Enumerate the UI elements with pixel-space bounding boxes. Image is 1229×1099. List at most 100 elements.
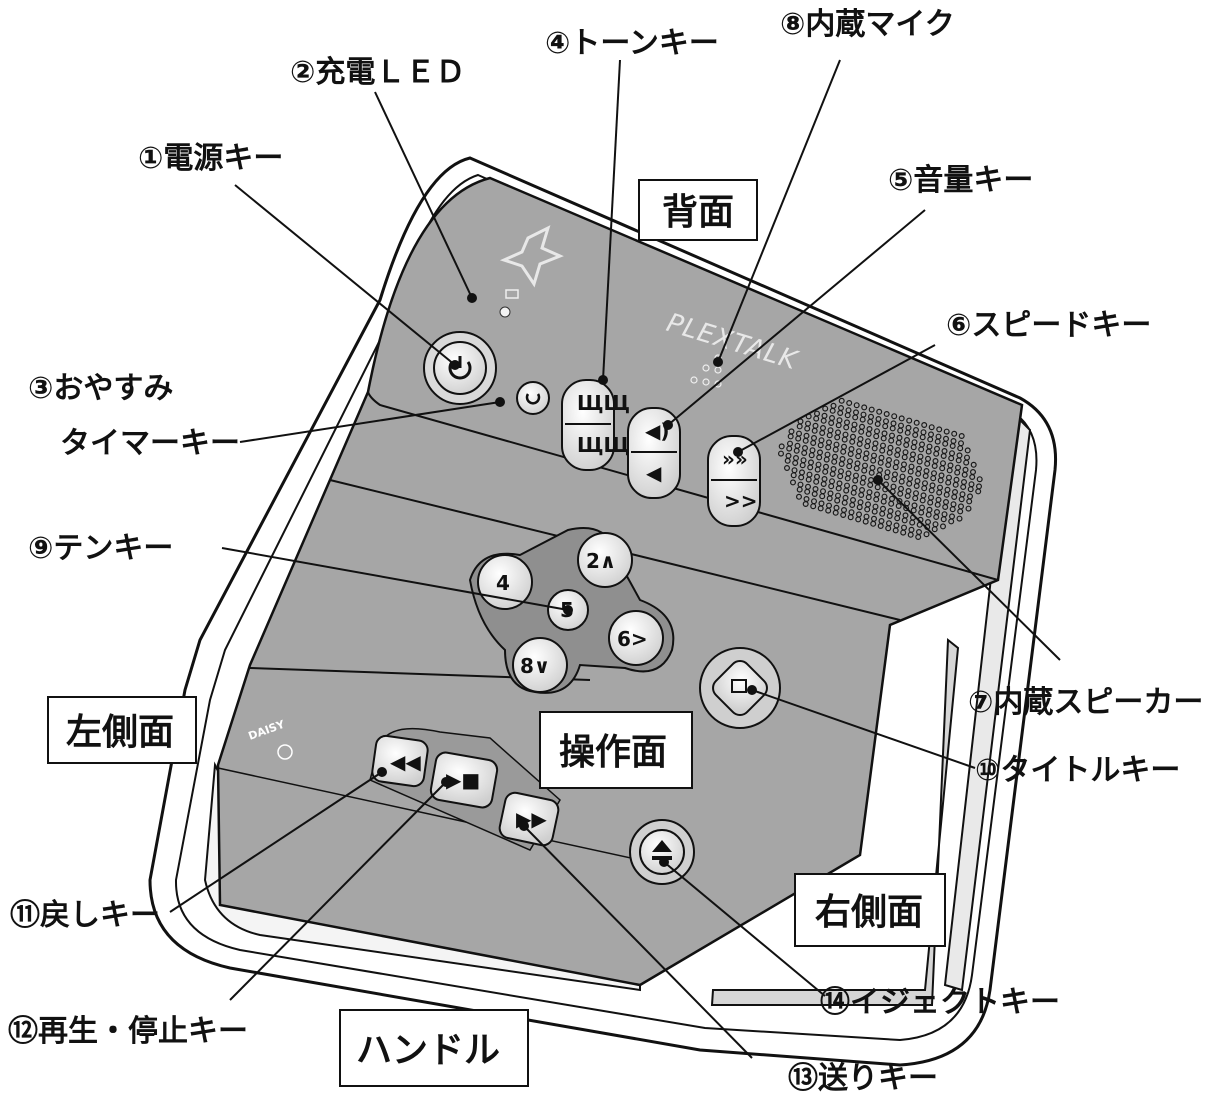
speaker-hole <box>844 475 851 482</box>
speaker-hole <box>813 415 820 422</box>
speaker-hole <box>900 529 907 536</box>
key-6[interactable]: 6> <box>608 610 664 666</box>
speaker-hole <box>969 474 976 481</box>
speaker-hole <box>799 462 806 469</box>
speaker-hole <box>892 464 899 471</box>
speed-key[interactable]: »» >> <box>707 435 761 527</box>
tone-down-icon: ЩЩ <box>577 433 630 457</box>
speaker-hole <box>909 456 916 463</box>
speaker-hole <box>925 448 932 455</box>
speaker-hole <box>970 461 977 468</box>
speaker-hole <box>861 404 868 411</box>
volume-key[interactable]: ◀) ◀ <box>627 407 681 499</box>
speaker-hole <box>819 430 826 437</box>
speaker-hole <box>934 438 941 445</box>
speaker-hole <box>886 512 893 519</box>
key-4[interactable]: 4 <box>477 554 533 610</box>
speaker-hole <box>859 416 866 423</box>
rewind-key[interactable]: ◀◀ <box>371 734 429 788</box>
speaker-hole <box>865 431 872 438</box>
speaker-hole <box>841 436 848 443</box>
speaker-hole <box>786 445 793 452</box>
speaker-hole <box>804 425 811 432</box>
speaker-hole <box>853 402 860 409</box>
label-speed: ⑥スピードキー <box>946 308 1151 343</box>
label-eject: ⑭イジェクトキー <box>820 985 1060 1020</box>
forward-key[interactable]: ▶▶ <box>498 791 560 847</box>
speaker-hole <box>792 460 799 467</box>
speaker-hole <box>873 496 880 503</box>
speaker-hole <box>931 463 938 470</box>
speaker-hole <box>850 489 857 496</box>
speaker-hole <box>822 405 829 412</box>
speaker-hole <box>828 420 835 427</box>
speaker-hole <box>861 467 868 474</box>
speaker-hole <box>913 483 920 490</box>
speaker-hole <box>877 522 884 529</box>
speaker-hole <box>877 459 884 466</box>
speaker-hole <box>952 481 959 488</box>
speaker-hole <box>957 508 964 515</box>
speaker-hole <box>925 511 932 518</box>
speaker-hole <box>880 435 887 442</box>
speaker-hole <box>808 452 815 459</box>
speaker-hole <box>795 435 802 442</box>
speaker-hole <box>898 415 905 422</box>
speaker-hole <box>907 468 914 475</box>
speaker-hole <box>912 432 919 439</box>
speaker-hole <box>943 491 950 498</box>
speaker-hole <box>927 436 934 443</box>
title-key[interactable] <box>699 647 781 729</box>
speaker-hole <box>834 497 841 504</box>
speaker-hole <box>924 460 931 467</box>
key-8[interactable]: 8∨ <box>512 637 568 693</box>
label-forward: ⑬送りキー <box>788 1061 938 1096</box>
speaker-hole <box>805 476 812 483</box>
speaker-hole <box>880 498 887 505</box>
speaker-hole <box>793 447 800 454</box>
speed-down-icon: >> <box>724 489 758 513</box>
speaker-hole <box>807 464 814 471</box>
speaker-hole <box>847 451 854 458</box>
speaker-hole <box>942 504 949 511</box>
speaker-hole <box>879 447 886 454</box>
speaker-hole <box>795 493 802 500</box>
tone-key[interactable]: ЩЩ ЩЩ <box>561 379 630 471</box>
speaker-hole <box>835 422 842 429</box>
speaker-hole <box>823 456 830 463</box>
sleep-timer-key[interactable] <box>516 381 550 415</box>
speaker-hole <box>796 423 803 430</box>
speaker-hole <box>923 531 930 538</box>
speaker-hole <box>966 498 973 505</box>
speaker-hole <box>928 487 935 494</box>
speaker-hole <box>778 443 785 450</box>
speaker-hole <box>888 437 895 444</box>
power-key[interactable] <box>423 331 497 405</box>
rewind-icon: ◀◀ <box>390 750 421 774</box>
speaker-hole <box>897 427 904 434</box>
speaker-hole <box>955 457 962 464</box>
label-title: ⑩タイトルキー <box>975 753 1180 788</box>
eject-key[interactable] <box>629 819 695 885</box>
speaker-hole <box>804 488 811 495</box>
speaker-hole <box>835 485 842 492</box>
speaker-hole <box>820 481 827 488</box>
speaker-hole <box>777 450 784 457</box>
sleep-icon <box>525 393 541 405</box>
speaker-hole <box>901 454 908 461</box>
speaker-hole <box>870 520 877 527</box>
box-handle-label: ハンドル <box>356 1030 500 1071</box>
key-2[interactable]: 2∧ <box>577 532 633 588</box>
speaker-hole <box>838 397 845 404</box>
tone-up-icon: ЩЩ <box>577 391 630 415</box>
speaker-hole <box>885 525 892 532</box>
speaker-hole <box>892 527 899 534</box>
speaker-hole <box>820 417 827 424</box>
play-stop-key[interactable]: ▶■ <box>429 751 499 809</box>
title-icon <box>731 679 747 693</box>
speaker-hole <box>895 439 902 446</box>
speaker-hole <box>928 424 935 431</box>
speaker-hole <box>945 479 952 486</box>
speaker-hole <box>888 500 895 507</box>
